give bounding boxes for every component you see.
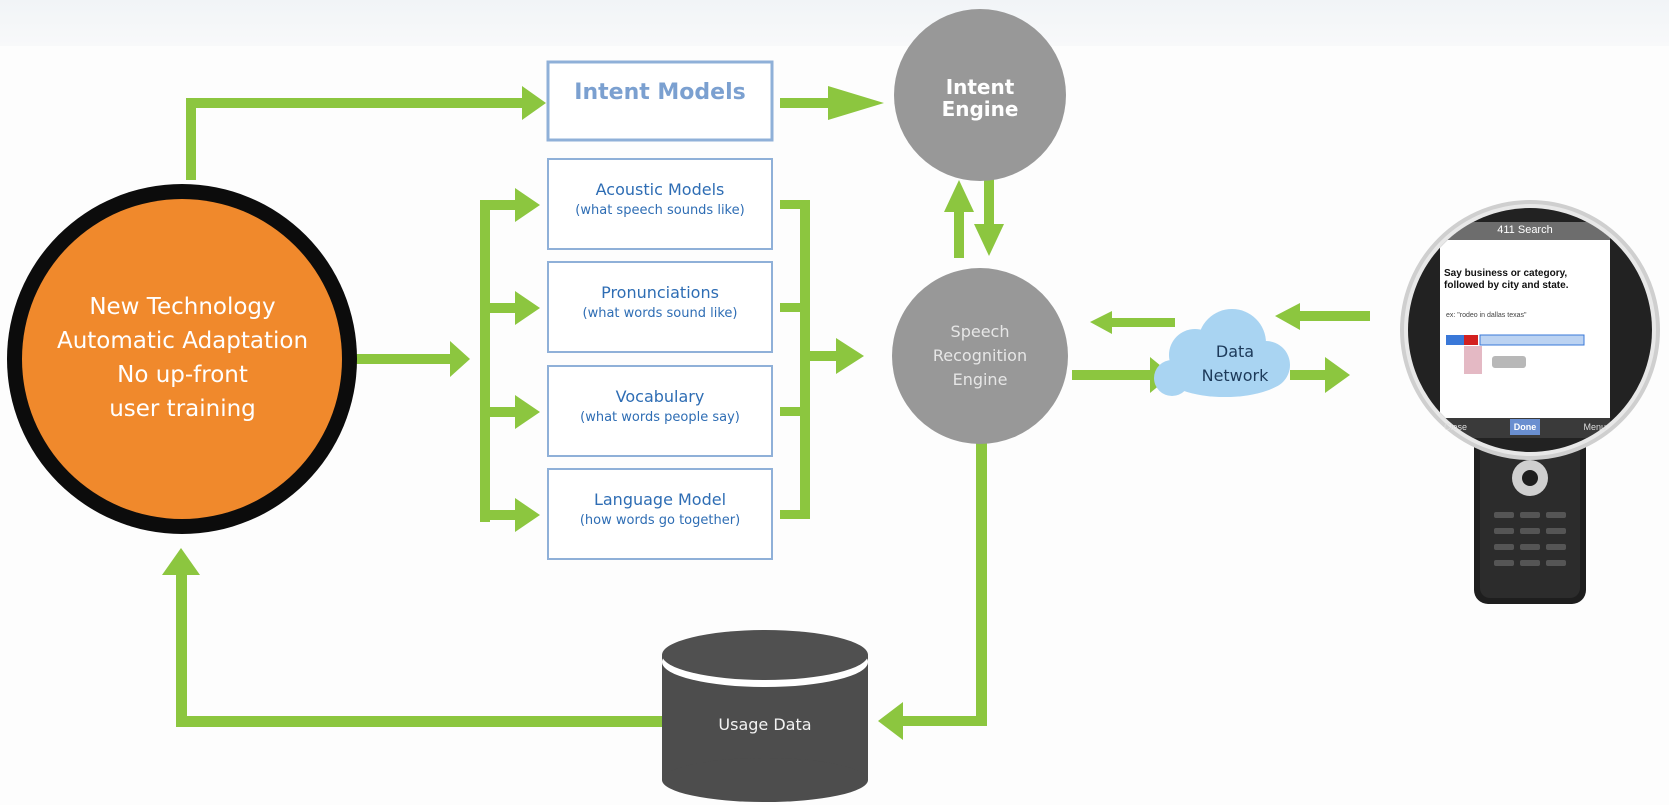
- usage-data-cylinder: [662, 630, 868, 802]
- pronunciations-text: Pronunciations (what words sound like): [548, 283, 772, 321]
- arrow-to-usage-data: [878, 702, 903, 740]
- adaptation-line-2: Automatic Adaptation: [56, 328, 309, 354]
- arrow-adapt-to-models-shaft: [352, 354, 452, 364]
- phone-illustration: [1400, 200, 1660, 604]
- phone-header: 411 Search: [1497, 224, 1553, 236]
- adaptation-circle: [22, 199, 342, 519]
- vocabulary-text: Vocabulary (what words people say): [548, 387, 772, 425]
- acoustic-models-text: Acoustic Models (what speech sounds like…: [548, 180, 772, 218]
- speech-engine-circle: [892, 268, 1068, 444]
- header-band: [0, 0, 1669, 46]
- language-model-title: Language Model: [593, 490, 727, 509]
- left-bracket: [480, 200, 490, 522]
- flow-arrows: [162, 86, 1370, 740]
- data-network-line-1: Data: [1215, 342, 1255, 361]
- arrow-to-pronunciations: [515, 291, 540, 325]
- adaptation-line-4: user training: [109, 396, 256, 422]
- speech-engine-line-2: Recognition: [932, 346, 1028, 365]
- arrow-speech-down-shaft: [976, 440, 987, 726]
- acoustic-models-box: [547, 158, 773, 250]
- phone-softkey-menu: Menu: [1583, 422, 1606, 432]
- arrow-usage-back-shaft: [176, 716, 666, 727]
- arrow-to-language-model: [515, 498, 540, 532]
- language-model-text: Language Model (how words go together): [548, 490, 772, 528]
- arrow-to-vocabulary: [515, 395, 540, 429]
- language-model-subtitle: (how words go together): [579, 513, 741, 528]
- arrow-models-to-speech-engine: [836, 338, 864, 374]
- pronunciations-title: Pronunciations: [601, 283, 719, 302]
- vocabulary-box: [547, 365, 773, 457]
- speech-engine-line-3: Engine: [952, 370, 1008, 389]
- phone-softkey-close: Close: [1444, 422, 1468, 432]
- data-network-label: Data Network: [1175, 340, 1295, 388]
- arrow-network-to-phone: [1325, 357, 1350, 393]
- intent-engine-line-2: Engine: [941, 97, 1019, 121]
- language-model-box: [547, 468, 773, 560]
- arrow-to-acoustic: [515, 188, 540, 222]
- intent-engine-label: Intent Engine: [890, 76, 1070, 120]
- arrow-up-shaft: [954, 210, 964, 258]
- acoustic-models-title: Acoustic Models: [595, 180, 725, 199]
- intent-models-box: [546, 60, 774, 142]
- arrow-adapt-to-models-head: [450, 341, 470, 377]
- speech-engine-label: Speech Recognition Engine: [890, 320, 1070, 392]
- intent-engine-circle: [894, 9, 1066, 181]
- arrow-models-to-intent-engine-shaft: [780, 98, 830, 108]
- pronunciations-subtitle: (what words sound like): [582, 306, 738, 321]
- usage-data-label: Usage Data: [718, 715, 812, 734]
- intent-engine-line-1: Intent: [945, 75, 1015, 99]
- arrow-adapt-up: [186, 98, 196, 180]
- vocabulary-subtitle: (what words people say): [580, 410, 740, 425]
- arrow-phone-to-network: [1275, 303, 1370, 330]
- data-network-cloud: [1154, 309, 1290, 397]
- acoustic-models-subtitle: (what speech sounds like): [575, 203, 745, 218]
- adaptation-line-1: New Technology: [89, 294, 276, 320]
- data-network-line-2: Network: [1201, 366, 1269, 385]
- arrow-to-adaptation: [162, 548, 200, 575]
- phone-prompt: Say business or category, followed by ci…: [1444, 268, 1569, 291]
- intent-models-label: Intent Models: [574, 80, 746, 105]
- arrow-to-intent-models-head: [522, 86, 546, 120]
- arrow-to-intent-models-shaft: [186, 98, 524, 108]
- arrow-intent-to-speech: [974, 224, 1004, 256]
- arrow-network-to-speech: [1090, 311, 1175, 334]
- phone-screen: [1440, 222, 1610, 438]
- vocabulary-title: Vocabulary: [615, 387, 705, 406]
- arrow-speech-to-intent: [944, 180, 974, 212]
- speech-engine-line-1: Speech: [950, 322, 1010, 341]
- arrow-models-to-intent-engine-head: [828, 86, 884, 120]
- phone-example: ex: "rodeo in dallas texas": [1446, 312, 1527, 319]
- pronunciations-box: [547, 261, 773, 353]
- adaptation-line-3: No up-front: [117, 362, 248, 388]
- adaptation-label: New Technology Automatic Adaptation No u…: [20, 290, 345, 426]
- arrow-down-shaft: [984, 178, 994, 226]
- right-bracket: [800, 200, 810, 519]
- phone-softkey-done: Done: [1513, 422, 1537, 432]
